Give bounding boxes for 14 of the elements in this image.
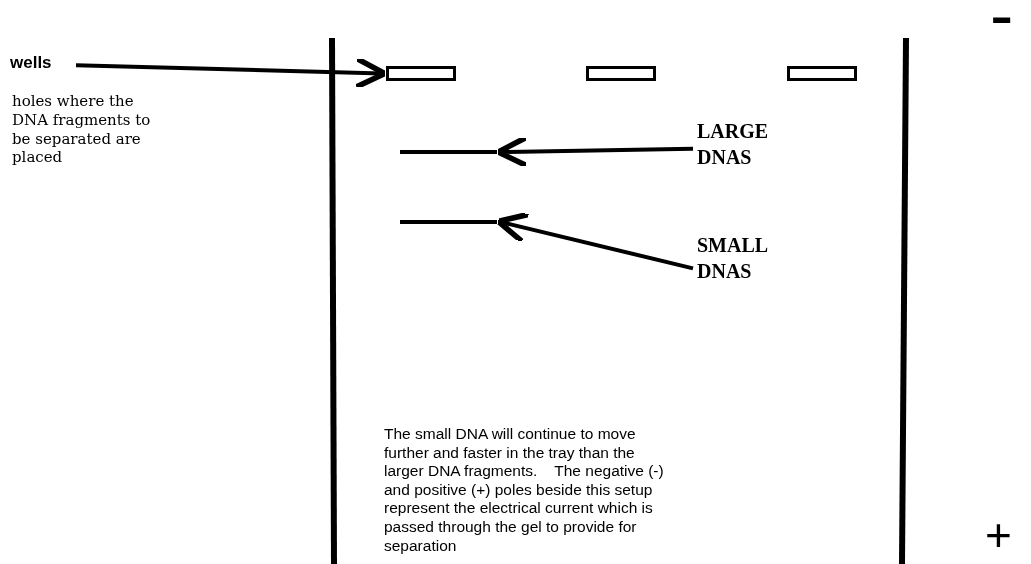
arrow: [75, 56, 388, 90]
positive-pole-sign: +: [985, 512, 1013, 558]
explanation-paragraph: The small DNA will continue to move further and faster in the tray than the larger DNA fragments. The negative (-) and positive (+) poles beside this setup represent the electrical current which is passed through the gel to provide for separation: [384, 425, 665, 556]
well-slot: [787, 66, 857, 81]
dna-band: [400, 220, 497, 224]
callout-label: LARGE DNAS: [697, 118, 797, 174]
description-text: holes where the DNA fragments to be separated are placed: [12, 92, 152, 167]
dna-band: [400, 150, 497, 154]
well-slot: [586, 66, 656, 81]
callout-label: wells: [10, 52, 72, 75]
well-slot: [386, 66, 456, 81]
arrow: [495, 211, 694, 271]
negative-pole-sign: -: [990, 0, 1015, 50]
callout-label: SMALL DNAS: [697, 232, 797, 288]
